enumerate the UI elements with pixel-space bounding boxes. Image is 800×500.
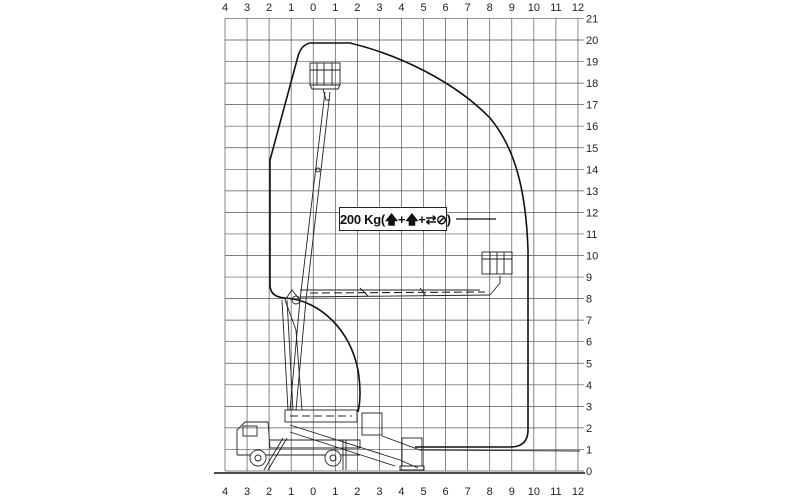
- y-tick-label: 6: [586, 337, 592, 349]
- x-tick-label-top: 1: [288, 2, 294, 14]
- envelope-left-edge: [269, 42, 311, 299]
- load-capacity-label: 200 Kg(🡅+🡅+⇄⊘): [339, 207, 451, 231]
- x-tick-label-top: 2: [354, 2, 360, 14]
- y-tick-label: 7: [586, 315, 592, 327]
- x-tick-label-bottom: 2: [354, 486, 360, 498]
- y-tick-label: 11: [586, 229, 597, 241]
- telescopic-boom-horizontal: [299, 276, 501, 298]
- working-envelope: [310, 42, 529, 448]
- x-tick-label-top: 4: [222, 2, 228, 14]
- y-tick-label: 19: [586, 57, 598, 69]
- x-tick-label-top: 2: [266, 2, 272, 14]
- x-tick-label-bottom: 4: [398, 486, 404, 498]
- y-tick-label: 8: [586, 294, 592, 306]
- x-tick-label-top: 8: [487, 2, 493, 14]
- x-tick-label-bottom: 3: [376, 486, 382, 498]
- x-tick-label-bottom: 3: [244, 486, 250, 498]
- platform-basket-side: [481, 251, 513, 275]
- grid: [224, 18, 584, 472]
- y-tick-label: 4: [586, 380, 592, 392]
- x-tick-label-top: 6: [443, 2, 449, 14]
- telescopic-boom-raised: [281, 91, 331, 411]
- y-tick-label: 15: [586, 143, 598, 155]
- x-tick-label-bottom: 2: [266, 486, 272, 498]
- platform-basket-top: [309, 62, 341, 101]
- y-tick-label: 14: [586, 164, 598, 176]
- x-tick-label-top: 7: [465, 2, 471, 14]
- x-tick-label-bottom: 1: [288, 486, 294, 498]
- x-tick-label-bottom: 7: [465, 486, 471, 498]
- x-tick-label-top: 10: [528, 2, 540, 14]
- x-tick-label-top: 11: [550, 2, 561, 14]
- x-tick-label-top: 0: [310, 2, 316, 14]
- y-tick-label: 12: [586, 207, 598, 219]
- x-tick-label-bottom: 9: [509, 486, 515, 498]
- y-tick-label: 1: [586, 444, 592, 456]
- y-tick-label: 18: [586, 78, 598, 90]
- x-tick-label-top: 12: [572, 2, 584, 14]
- y-tick-label: 10: [586, 251, 598, 263]
- x-tick-label-bottom: 1: [332, 486, 338, 498]
- inner-reach-arc: [284, 297, 361, 413]
- y-tick-label: 16: [586, 121, 598, 133]
- x-tick-label-top: 1: [332, 2, 338, 14]
- x-tick-label-bottom: 4: [222, 486, 228, 498]
- y-tick-label: 17: [586, 100, 598, 112]
- x-tick-label-bottom: 10: [528, 486, 540, 498]
- y-tick-label: 21: [586, 13, 598, 25]
- x-tick-label-top: 9: [509, 2, 515, 14]
- y-tick-label: 5: [586, 358, 592, 370]
- x-tick-label-bottom: 11: [550, 486, 561, 498]
- truck: [236, 409, 581, 471]
- x-tick-label-bottom: 0: [310, 486, 316, 498]
- x-tick-label-top: 3: [244, 2, 250, 14]
- y-tick-label: 9: [586, 272, 592, 284]
- y-tick-label: 2: [586, 423, 592, 435]
- x-tick-label-top: 3: [376, 2, 382, 14]
- x-tick-label-bottom: 8: [487, 486, 493, 498]
- x-tick-label-bottom: 12: [572, 486, 584, 498]
- y-tick-label: 20: [586, 35, 598, 47]
- x-tick-label-top: 4: [398, 2, 404, 14]
- x-tick-label-top: 5: [420, 2, 426, 14]
- y-tick-label: 0: [586, 466, 592, 478]
- y-tick-label: 13: [586, 186, 598, 198]
- x-tick-label-bottom: 6: [443, 486, 449, 498]
- y-tick-label: 3: [586, 401, 592, 413]
- x-tick-label-bottom: 5: [420, 486, 426, 498]
